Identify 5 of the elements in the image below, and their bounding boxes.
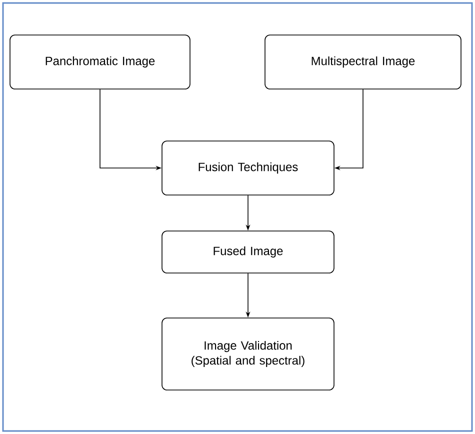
process-box: Image Validation (Spatial and spectral) [162,318,334,390]
process-box: Fused Image [162,230,334,274]
process-box: Panchromatic Image [10,34,190,90]
process-box: Fusion Techniques [162,140,334,196]
process-box: Multispectral Image [264,34,462,90]
